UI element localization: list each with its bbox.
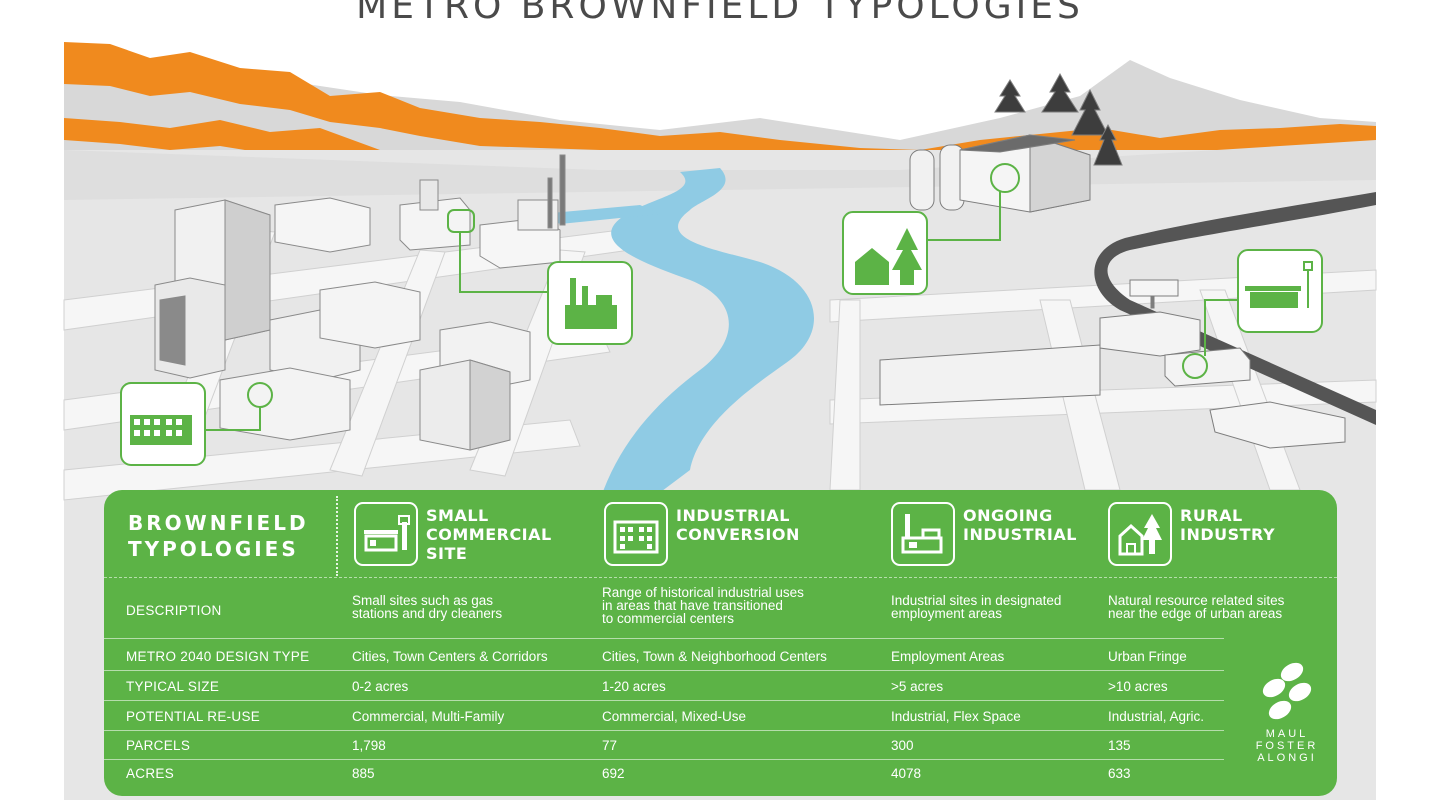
table-cell: 1,798 [352, 738, 386, 753]
table-cell: 885 [352, 766, 375, 781]
typologies-table-panel: BROWNFIELD TYPOLOGIES SMALL COMMERCIAL S… [104, 490, 1337, 796]
header-separator [104, 577, 1337, 578]
barn-trees-icon [1108, 502, 1172, 566]
row-label: TYPICAL SIZE [126, 679, 220, 694]
row-acres: ACRES 885 692 4078 633 [104, 759, 1337, 789]
table-cell: 692 [602, 766, 625, 781]
factory-icon [891, 502, 955, 566]
header-divider [336, 496, 338, 576]
row-separator [104, 670, 1224, 671]
table-cell: Industrial, Flex Space [891, 709, 1021, 724]
logo-mark-icon [1262, 662, 1312, 720]
page-title: METRO BROWNFIELD TYPOLOGIES [356, 0, 1084, 27]
column-rural-industry: RURAL INDUSTRY [1108, 500, 1328, 570]
maul-foster-alongi-logo: MAUL FOSTER ALONGI [1242, 660, 1332, 790]
row-label: POTENTIAL RE-USE [126, 709, 261, 724]
river [600, 168, 814, 500]
row-metro-2040-design-type: METRO 2040 DESIGN TYPE Cities, Town Cent… [104, 640, 1337, 670]
row-separator [104, 638, 1224, 639]
column-label-ongoing-industrial: ONGOING INDUSTRIAL [963, 506, 1077, 544]
panel-heading: BROWNFIELD TYPOLOGIES [128, 511, 309, 561]
row-label: ACRES [126, 766, 175, 781]
table-cell: 135 [1108, 738, 1131, 753]
table-cell: Range of historical industrial uses in a… [602, 585, 804, 626]
row-parcels: PARCELS 1,798 77 300 135 [104, 730, 1337, 760]
column-label-small-commercial-site: SMALL COMMERCIAL SITE [426, 506, 552, 563]
table-cell: >10 acres [1108, 679, 1168, 694]
column-label-industrial-conversion: INDUSTRIAL CONVERSION [676, 506, 800, 544]
table-cell: Commercial, Multi-Family [352, 709, 505, 724]
column-ongoing-industrial: ONGOING INDUSTRIAL [891, 500, 1111, 570]
table-cell: 633 [1108, 766, 1131, 781]
row-label: DESCRIPTION [126, 603, 222, 618]
table-cell: 300 [891, 738, 914, 753]
table-cell: 77 [602, 738, 618, 753]
table-cell: Natural resource related sites near the … [1108, 593, 1285, 621]
row-label: METRO 2040 DESIGN TYPE [126, 649, 310, 664]
row-potential-re-use: POTENTIAL RE-USE Commercial, Multi-Famil… [104, 700, 1337, 730]
row-description: DESCRIPTION Small sites such as gas stat… [104, 578, 1337, 638]
table-cell: Commercial, Mixed-Use [602, 709, 747, 724]
gas-station-icon [354, 502, 418, 566]
callout-ongoing-industrial [547, 261, 633, 345]
mid-rise-building-icon [604, 502, 668, 566]
table-cell: >5 acres [891, 679, 944, 694]
table-cell: 0-2 acres [352, 679, 409, 694]
column-industrial-conversion: INDUSTRIAL CONVERSION [604, 500, 864, 570]
column-label-rural-industry: RURAL INDUSTRY [1180, 506, 1276, 544]
table-cell: Industrial, Agric. [1108, 709, 1205, 724]
table-cell: Industrial sites in designated employmen… [891, 593, 1062, 621]
table-cell: Small sites such as gas stations and dry… [352, 593, 503, 621]
table-cell: Cities, Town & Neighborhood Centers [602, 649, 827, 664]
table-cell: Cities, Town Centers & Corridors [352, 649, 548, 664]
row-label: PARCELS [126, 738, 191, 753]
row-separator [104, 700, 1224, 701]
logo-text: MAUL FOSTER ALONGI [1255, 728, 1319, 764]
row-typical-size: TYPICAL SIZE 0-2 acres 1-20 acres >5 acr… [104, 670, 1337, 700]
row-separator [104, 759, 1224, 760]
table-cell: 4078 [891, 766, 922, 781]
table-cell: Urban Fringe [1108, 649, 1187, 664]
table-cell: 1-20 acres [602, 679, 666, 694]
table-cell: Employment Areas [891, 649, 1005, 664]
row-separator [104, 730, 1224, 731]
column-small-commercial-site: SMALL COMMERCIAL SITE [354, 500, 584, 570]
